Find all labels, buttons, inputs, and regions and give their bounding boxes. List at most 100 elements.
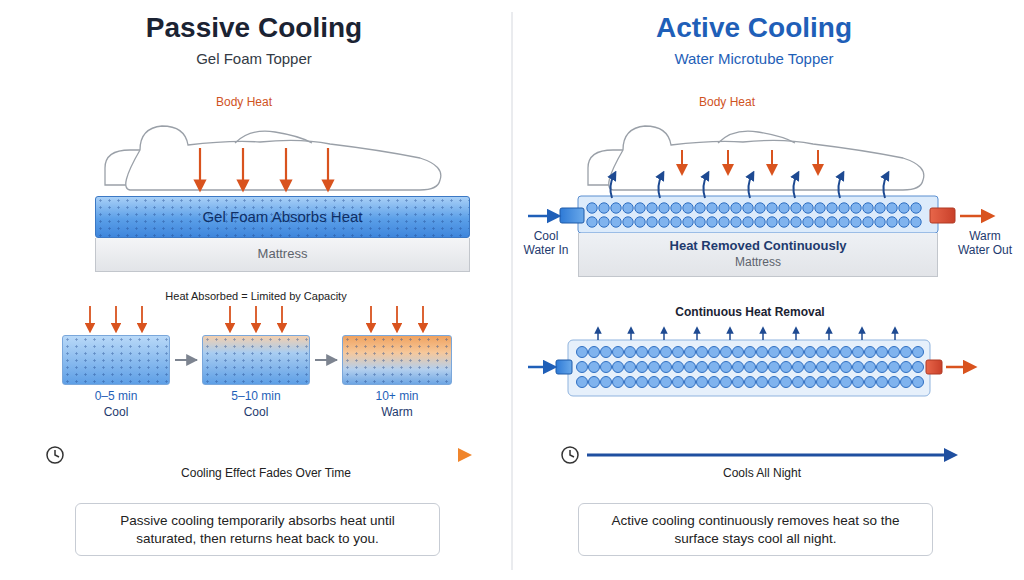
tube (721, 347, 732, 358)
tube (589, 347, 600, 358)
tube (863, 203, 873, 213)
panel-title: Passive Cooling (146, 12, 362, 44)
tube (899, 203, 909, 213)
tube (709, 377, 720, 388)
removal-arrows-detail (598, 330, 895, 340)
tube (745, 362, 756, 373)
tube (865, 347, 876, 358)
tube (803, 217, 813, 227)
tube (661, 347, 672, 358)
tube (613, 362, 624, 373)
tube (755, 203, 765, 213)
tube (877, 377, 888, 388)
tube (647, 203, 657, 213)
tube (743, 203, 753, 213)
tube (721, 377, 732, 388)
tube (577, 377, 588, 388)
removal-arrow (762, 330, 764, 340)
removal-arrow (795, 330, 797, 340)
tube (841, 377, 852, 388)
removal-arrow (861, 330, 863, 340)
tube (913, 377, 924, 388)
tube (671, 203, 681, 213)
heat-label: Body Heat (699, 96, 755, 110)
tube (587, 203, 597, 213)
tube (637, 377, 648, 388)
node-text: 0–5 min (63, 389, 169, 405)
tube (911, 217, 921, 227)
tube (877, 347, 888, 358)
tube (695, 203, 705, 213)
tube (887, 217, 897, 227)
node-subtext: Warm (343, 405, 451, 421)
tube (851, 203, 861, 213)
tube (611, 217, 621, 227)
tube (815, 203, 825, 213)
tube (683, 217, 693, 227)
tube (901, 362, 912, 373)
tube (757, 377, 768, 388)
caption-group: 0–5 minCool (63, 384, 169, 420)
tube (635, 217, 645, 227)
removal-arrow (894, 330, 896, 340)
inflow-arrow-detail (528, 366, 550, 369)
tube (709, 362, 720, 373)
panel-subtitle: Water Microtube Topper (674, 50, 833, 67)
tube (829, 347, 840, 358)
tube (661, 377, 672, 388)
tube (731, 217, 741, 227)
tube (805, 347, 816, 358)
tube (841, 347, 852, 358)
tube (733, 362, 744, 373)
tube (673, 377, 684, 388)
node-subtext: Mattress (735, 255, 781, 271)
tube (611, 203, 621, 213)
tube (839, 203, 849, 213)
removal-arrow (630, 330, 632, 340)
tube (697, 362, 708, 373)
mattress: Mattress (95, 238, 470, 272)
removal-arrow (597, 330, 599, 340)
flow-label: Warm Water Out (955, 230, 1015, 258)
inlet-pipe-detail (556, 360, 572, 374)
tube (613, 347, 624, 358)
tube (827, 203, 837, 213)
tube (661, 362, 672, 373)
tube (805, 377, 816, 388)
tube (901, 377, 912, 388)
tube (601, 362, 612, 373)
summary-box: Active cooling continuously removes heat… (578, 503, 933, 556)
tube (697, 377, 708, 388)
tube (793, 347, 804, 358)
tube (709, 347, 720, 358)
tube (875, 203, 885, 213)
tube (625, 347, 636, 358)
outlet-pipe-detail (926, 360, 942, 374)
tube (647, 217, 657, 227)
outlet-pipe (930, 208, 955, 223)
tube (623, 203, 633, 213)
microtubes (587, 203, 921, 227)
heat-label: Body Heat (216, 96, 272, 110)
tube (901, 347, 912, 358)
tube (685, 377, 696, 388)
summary-box: Passive cooling temporarily absorbs heat… (75, 503, 440, 556)
inflow-arrow (528, 215, 554, 218)
tube (707, 203, 717, 213)
tube (817, 377, 828, 388)
tube (589, 362, 600, 373)
tube (803, 203, 813, 213)
node-text: 10+ min (343, 389, 451, 405)
tube (649, 362, 660, 373)
tube (673, 362, 684, 373)
flow-label: Cool Water In (517, 230, 575, 258)
tube (781, 347, 792, 358)
removal-arrow (828, 330, 830, 340)
mattress: Heat Removed ContinuouslyMattress (578, 233, 938, 277)
tube (745, 347, 756, 358)
tube (841, 362, 852, 373)
tube (781, 362, 792, 373)
tube (863, 217, 873, 227)
tube (733, 347, 744, 358)
tube (649, 377, 660, 388)
